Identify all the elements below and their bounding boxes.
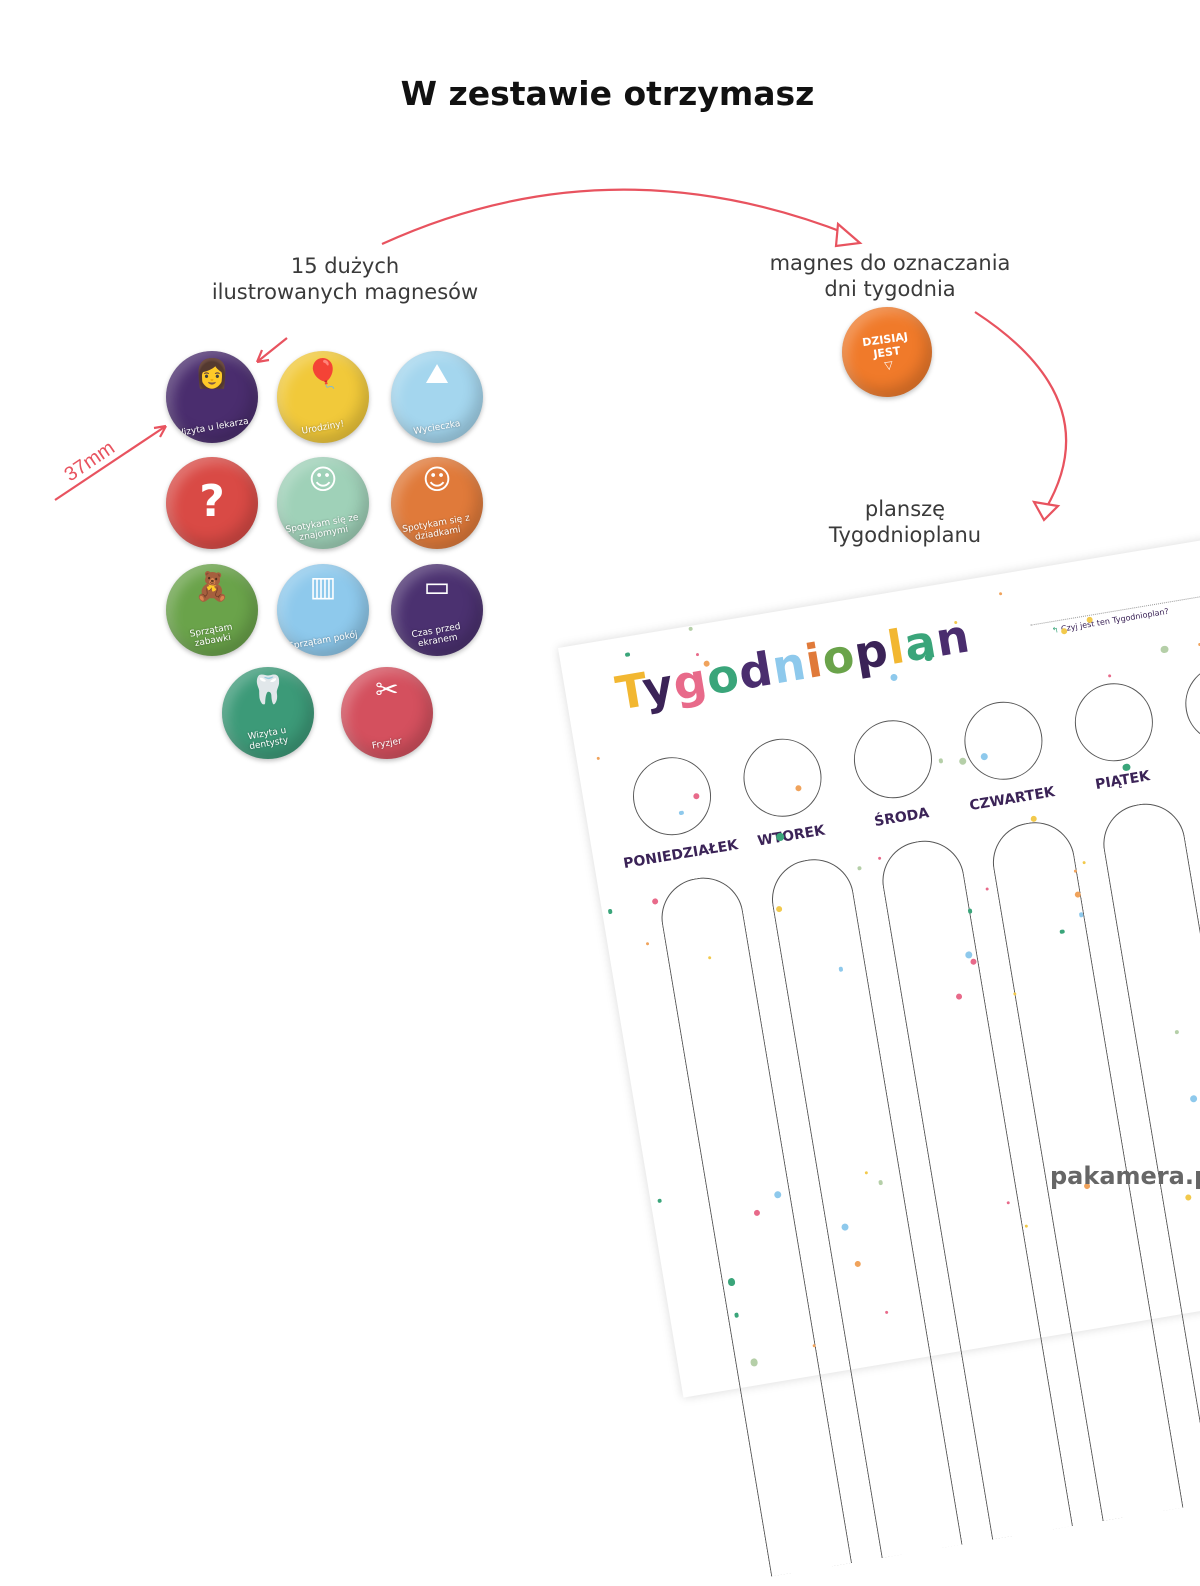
- magnet: 🎈Urodziny!: [277, 351, 369, 443]
- confetti-dot: [877, 1179, 884, 1186]
- magnet: ?: [166, 457, 258, 549]
- confetti-dot: [657, 1198, 663, 1204]
- arrows: 37mm: [54, 188, 1068, 522]
- magnet: ▭Czas przed ekranem: [391, 564, 483, 656]
- confetti-dot: [1073, 869, 1077, 873]
- mountain-icon: ⛰: [425, 357, 449, 390]
- confetti-dot: [596, 756, 600, 761]
- board-caption: planszę Tygodnioplanu: [780, 496, 1030, 548]
- arrowhead: [153, 424, 167, 438]
- arc-arrow-top: [381, 188, 851, 246]
- confetti-dot: [749, 1357, 759, 1367]
- day-magnet-slot: [737, 732, 828, 823]
- confetti-dot: [692, 792, 700, 800]
- pointer-arrow: [256, 337, 288, 363]
- confetti-dot: [775, 832, 785, 842]
- caption-line: ilustrowanych magnesów: [211, 280, 479, 304]
- confetti-dot: [967, 908, 973, 914]
- confetti-dot: [1107, 674, 1111, 678]
- magnet: ☺Spotykam się z dziadkami: [391, 457, 483, 549]
- balloons-icon: 🎈: [305, 357, 341, 390]
- magnet: 🦷Wizyta u dentysty: [222, 667, 314, 759]
- toys-icon: 🧸: [194, 570, 230, 603]
- day-magnet-slot: [1179, 658, 1200, 749]
- confetti-dot: [645, 942, 650, 946]
- confetti-dot: [938, 758, 944, 764]
- weekly-board: Tygodnioplan ↰ Czyj jest ten Tygodniopla…: [558, 512, 1200, 1577]
- confetti-dot: [652, 898, 659, 906]
- caption-line: Tygodnioplanu: [828, 523, 982, 547]
- magnet: ☺Spotykam się ze znajomymi: [277, 457, 369, 549]
- confetti-dot: [857, 865, 863, 871]
- magnet: ✂Fryzjer: [341, 667, 433, 759]
- day-label: PIĄTEK: [1094, 768, 1152, 794]
- size-label: 37mm: [60, 437, 118, 486]
- confetti-dot: [969, 958, 977, 965]
- day-magnet-slot: [848, 714, 938, 805]
- arrowhead: [1031, 500, 1061, 522]
- room-icon: ▥: [309, 570, 337, 603]
- confetti-dot: [625, 651, 631, 657]
- confetti-dot: [878, 856, 882, 861]
- confetti-dot: [1024, 1223, 1028, 1228]
- arrowhead: [255, 349, 270, 364]
- confetti-dot: [687, 626, 694, 632]
- confetti-dot: [707, 955, 711, 960]
- friends-icon: ☺: [308, 463, 338, 496]
- magnet: ▥Sprzątam pokój: [277, 564, 369, 656]
- grandparents-icon: ☺: [422, 463, 452, 496]
- magnet: 🧸Sprzątam zabawki: [166, 564, 258, 656]
- day-label: WTOREK: [756, 822, 827, 850]
- magnet: 👩Wizyta u lekarza: [166, 351, 258, 443]
- caption-line: 15 dużych: [290, 254, 400, 278]
- magnet: ⛰Wycieczka: [391, 351, 483, 443]
- day-magnet-slot: [627, 751, 717, 842]
- page-title: W zestawie otrzymasz: [400, 74, 815, 113]
- confetti-dot: [607, 908, 613, 915]
- day-label: ŚRODA: [873, 805, 931, 831]
- confetti-dot: [985, 887, 990, 891]
- caption-line: magnes do oznaczania: [769, 251, 1011, 275]
- title-letter: n: [931, 608, 975, 668]
- confetti-dot: [958, 756, 967, 766]
- caption-line: dni tygodnia: [824, 277, 956, 301]
- day-magnet: DZISIAJ JEST ▽: [842, 307, 932, 397]
- scissors-icon: ✂: [375, 673, 399, 706]
- caption-line: planszę: [864, 497, 946, 521]
- arc-arrow-right: [974, 311, 1068, 511]
- tablet-icon: ▭: [423, 570, 451, 603]
- watermark: pakamera.pl: [1050, 1162, 1200, 1190]
- tooth-icon: 🦷: [250, 673, 286, 706]
- confetti-dot: [998, 591, 1002, 596]
- confetti-dot: [1060, 627, 1068, 635]
- day-label: CZWARTEK: [968, 784, 1056, 815]
- magnets-caption: 15 dużych ilustrowanych magnesów: [180, 253, 510, 305]
- confetti-dot: [1082, 861, 1087, 865]
- day-label: PONIEDZIAŁEK: [622, 837, 740, 873]
- size-arrow: [54, 425, 167, 501]
- confetti-dot: [954, 620, 958, 624]
- day-magnet-slot: [1068, 677, 1159, 768]
- day-magnet-caption: magnes do oznaczania dni tygodnia: [730, 250, 1050, 302]
- confetti-dot: [1160, 644, 1170, 654]
- mystery-gift-icon: ?: [199, 476, 225, 527]
- doctor-icon: 👩: [194, 357, 230, 390]
- day-magnet-slot: [958, 695, 1049, 786]
- arrowhead: [834, 221, 863, 248]
- confetti-dot: [695, 652, 700, 656]
